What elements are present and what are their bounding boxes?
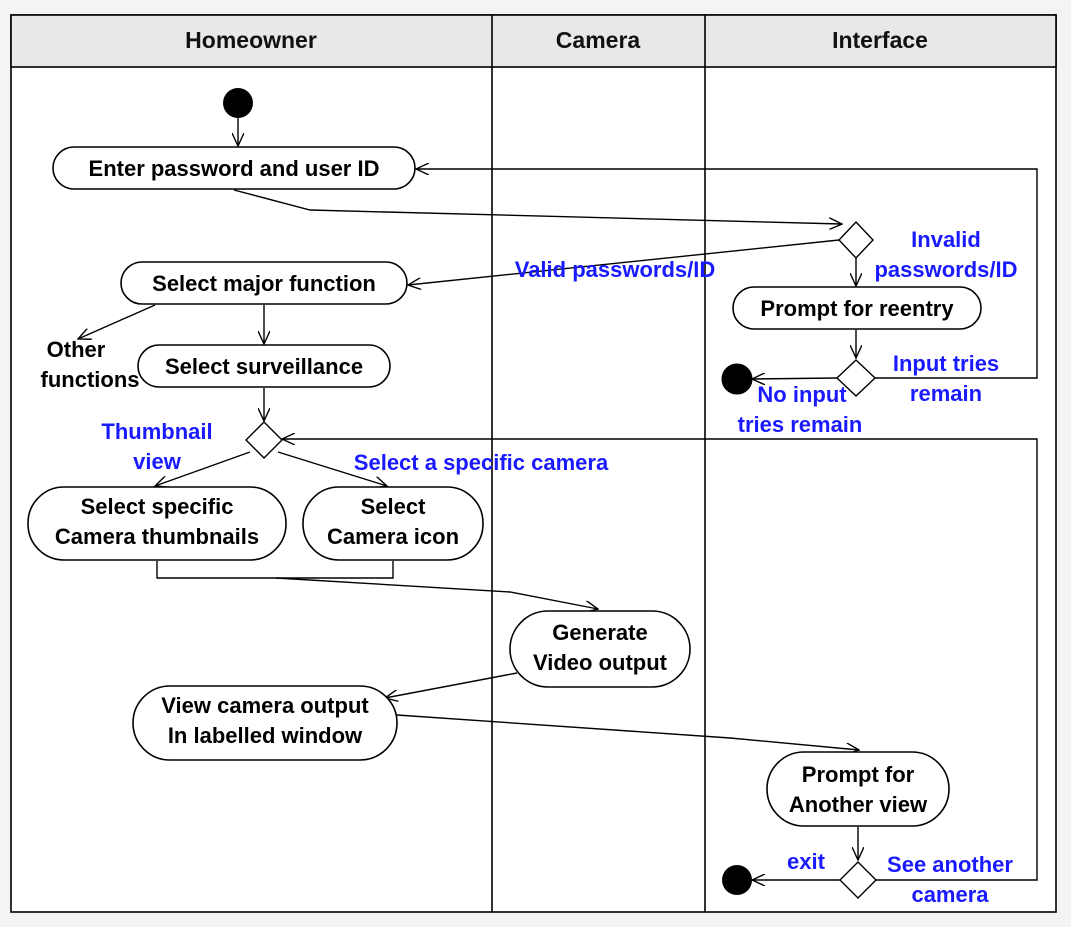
- initial-node: [223, 88, 253, 118]
- action-prompt-another-view: [766, 751, 950, 827]
- action-select-camera-icon-line1: Select: [361, 494, 426, 519]
- action-view-output-line1: View camera output: [161, 693, 369, 718]
- action-select-camera-icon: [302, 486, 484, 561]
- final-node-exit: [722, 865, 752, 895]
- action-select-thumbnails-line1: Select specific: [81, 494, 234, 519]
- action-select-surveillance: [137, 344, 391, 388]
- action-generate-video-line1: Generate: [552, 620, 647, 645]
- label-other-functions-line1: Other: [47, 337, 106, 362]
- action-select-surveillance-label: Select surveillance: [165, 354, 363, 379]
- action-view-output-line2: In labelled window: [168, 723, 363, 748]
- lane-title-camera: Camera: [556, 27, 641, 53]
- action-enter-password-label: Enter password and user ID: [89, 156, 380, 181]
- action-prompt-reentry: [732, 286, 982, 330]
- action-prompt-another-view-line1: Prompt for: [802, 762, 915, 787]
- guard-valid: Valid passwords/ID: [515, 257, 716, 282]
- guard-invalid-line1: Invalid: [911, 227, 981, 252]
- decision-another-view: [839, 861, 877, 899]
- guard-exit: exit: [787, 849, 826, 874]
- guard-input-tries-line1: Input tries: [893, 351, 999, 376]
- final-node-login: [721, 363, 753, 395]
- guard-thumbnail-line2: view: [133, 449, 182, 474]
- label-other-functions-line2: functions: [41, 367, 140, 392]
- lane-title-homeowner: Homeowner: [185, 27, 317, 53]
- action-view-output: [132, 685, 398, 761]
- guard-thumbnail-line1: Thumbnail: [101, 419, 212, 444]
- guard-no-input-line2: tries remain: [738, 412, 863, 437]
- decision-view-type: [245, 421, 283, 459]
- action-select-thumbnails-line2: Camera thumbnails: [55, 524, 259, 549]
- guard-see-another-line1: See another: [887, 852, 1013, 877]
- guard-see-another-line2: camera: [911, 882, 989, 907]
- action-select-major-function-label: Select major function: [152, 271, 376, 296]
- action-generate-video: [509, 610, 691, 688]
- guard-invalid-line2: passwords/ID: [874, 257, 1017, 282]
- guard-input-tries-line2: remain: [910, 381, 982, 406]
- action-select-thumbnails: [27, 486, 287, 561]
- lane-title-interface: Interface: [832, 27, 928, 53]
- guard-specific-camera: Select a specific camera: [354, 450, 609, 475]
- decision-input-tries: [835, 359, 877, 397]
- action-select-camera-icon-line2: Camera icon: [327, 524, 459, 549]
- guard-no-input-line1: No input: [757, 382, 847, 407]
- action-select-major-function: [120, 261, 408, 305]
- action-prompt-reentry-label: Prompt for reentry: [760, 296, 954, 321]
- action-prompt-another-view-line2: Another view: [789, 792, 928, 817]
- action-generate-video-line2: Video output: [533, 650, 668, 675]
